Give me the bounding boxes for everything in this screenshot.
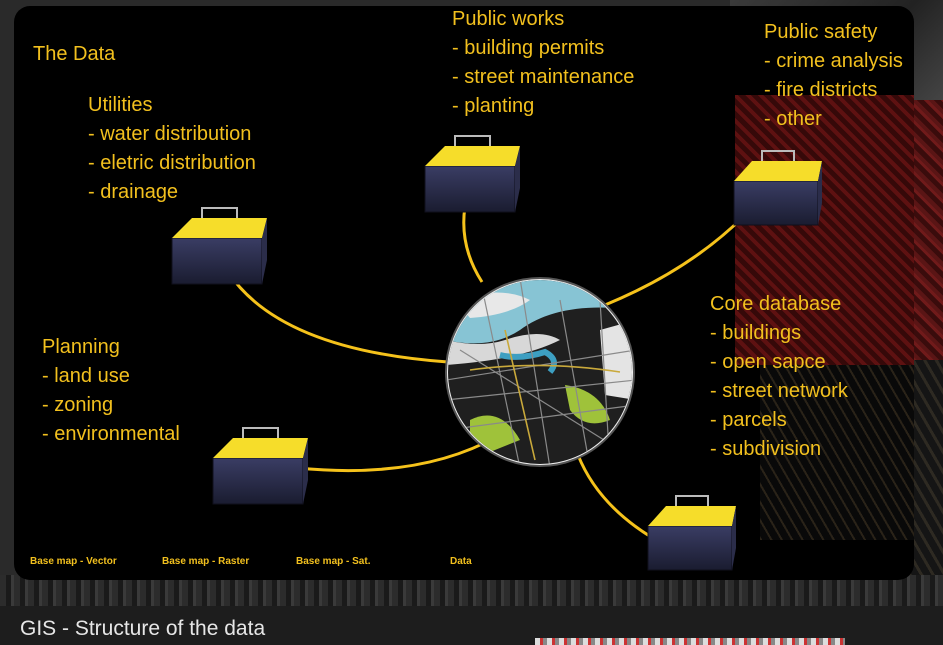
group-public-safety-heading: Public safety	[764, 21, 878, 43]
group-utilities-item: - eletric distribution	[88, 152, 256, 174]
background-bottom-texture	[0, 575, 943, 606]
toolbox-public-safety-icon	[733, 150, 822, 226]
panel-right-texture	[735, 95, 914, 365]
diagram-title: The Data	[33, 43, 116, 65]
group-planning-item: - zoning	[42, 394, 114, 416]
connector-planning	[297, 434, 499, 473]
group-core-database-item: - open sapce	[710, 351, 826, 373]
group-public-safety-item: - fire districts	[764, 79, 878, 101]
connector-utilities	[226, 271, 449, 364]
city-map-globe	[445, 277, 635, 467]
panel-right-street-texture	[760, 365, 914, 540]
connector-lines	[226, 191, 747, 547]
group-public-works-heading: Public works	[452, 8, 565, 30]
group-planning-heading: Planning	[42, 336, 120, 358]
group-core-database-item: - buildings	[710, 322, 802, 344]
group-public-works: Public works - building permits - street…	[452, 5, 634, 121]
group-core-database-item: - street network	[710, 380, 848, 402]
group-public-safety-item: - other	[764, 108, 822, 130]
toolbox-planning-icon	[212, 427, 308, 505]
footer-thumbnail	[535, 638, 845, 645]
toolbox-public-works-icon	[424, 135, 520, 213]
group-core-database-item: - subdivision	[710, 438, 822, 460]
group-utilities: Utilities - water distribution - eletric…	[88, 91, 256, 207]
group-core-database-heading: Core database	[710, 293, 842, 315]
group-core-database-item: - parcels	[710, 409, 787, 431]
group-public-safety: Public safety - crime analysis - fire di…	[764, 18, 903, 134]
group-public-works-item: - building permits	[452, 37, 605, 59]
group-public-safety-item: - crime analysis	[764, 50, 903, 72]
group-public-works-item: - street maintenance	[452, 66, 635, 88]
group-utilities-item: - water distribution	[88, 123, 252, 145]
page-title: GIS - Structure of the data	[20, 617, 266, 640]
group-core-database: Core database - buildings - open sapce -…	[710, 290, 848, 464]
tab-data[interactable]: Data	[450, 556, 472, 567]
toolbox-utilities-icon	[171, 207, 267, 285]
group-utilities-heading: Utilities	[88, 94, 153, 116]
connector-public-safety	[604, 213, 747, 307]
group-planning-item: - environmental	[42, 423, 180, 445]
tab-base-map-vector[interactable]: Base map - Vector	[30, 556, 117, 567]
group-public-works-item: - planting	[452, 95, 535, 117]
group-planning: Planning - land use - zoning - environme…	[42, 333, 180, 449]
tab-base-map-raster[interactable]: Base map - Raster	[162, 556, 250, 567]
group-utilities-item: - drainage	[88, 181, 179, 203]
tab-base-map-sat[interactable]: Base map - Sat.	[296, 556, 371, 567]
group-planning-item: - land use	[42, 365, 130, 387]
toolbox-core-database-icon	[647, 495, 736, 571]
